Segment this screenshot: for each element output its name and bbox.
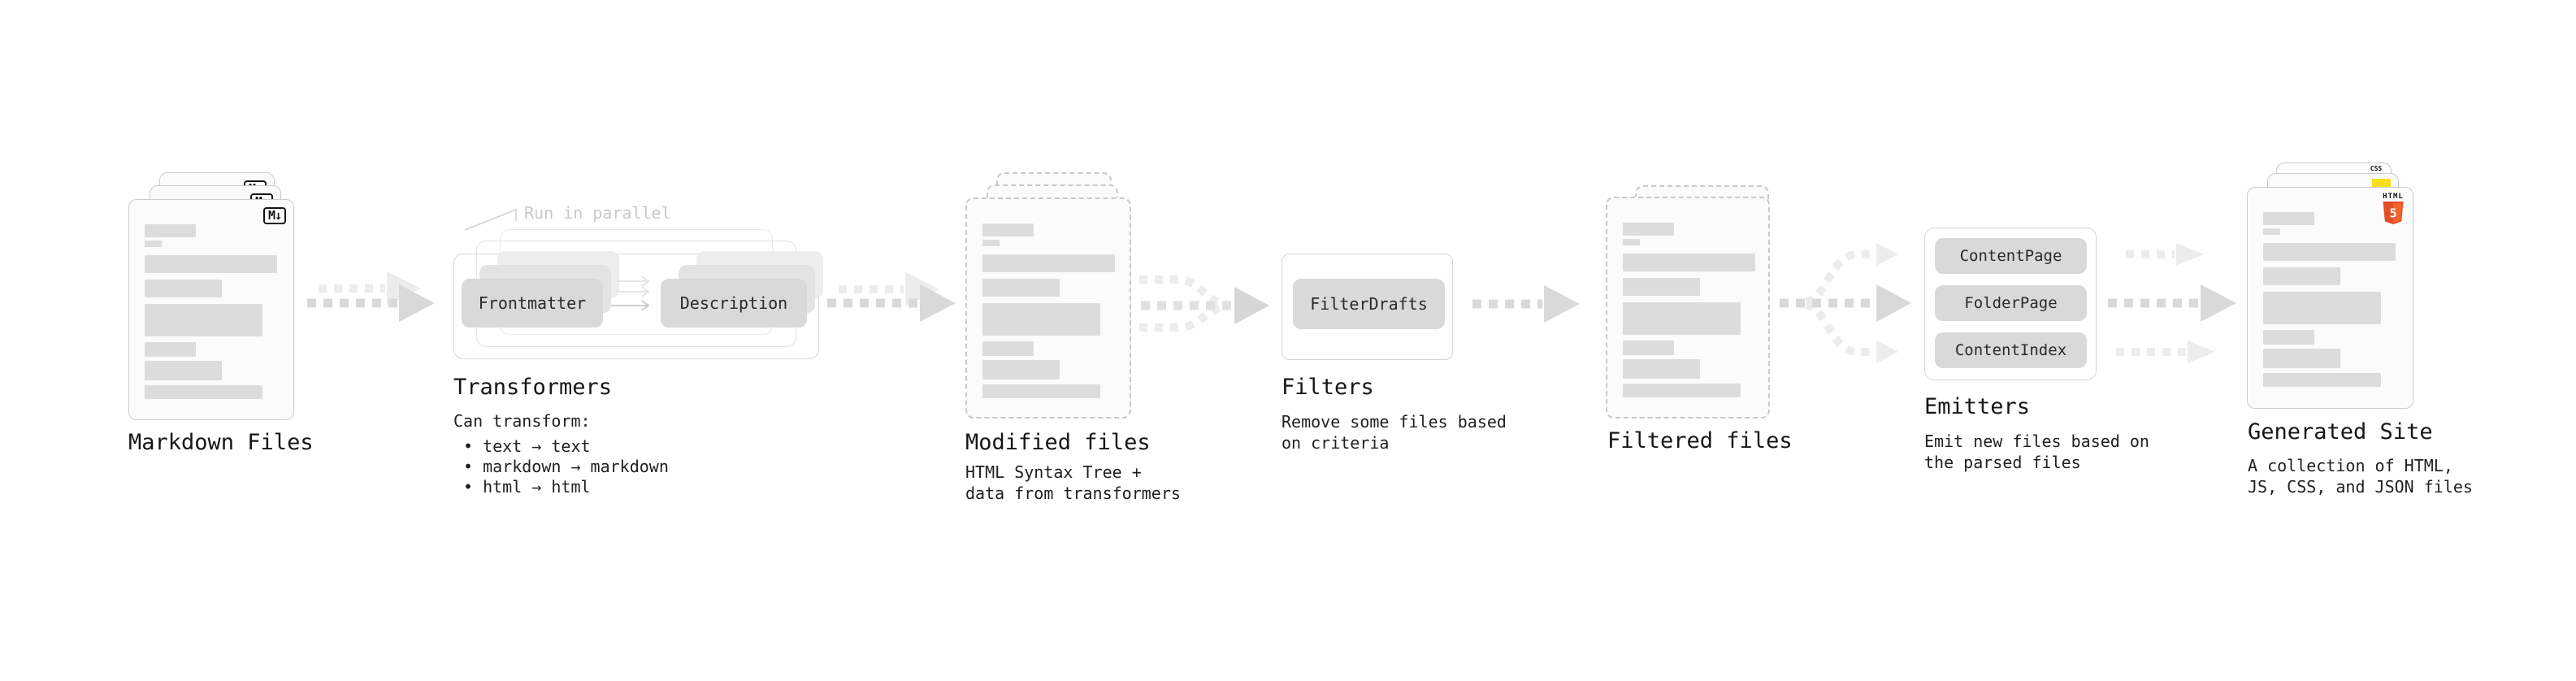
placeholder-bar: [982, 341, 1034, 356]
placeholder-bar: [2263, 243, 2396, 261]
filtered-files-title: Filtered files: [1607, 428, 1793, 453]
placeholder-bar: [982, 384, 1100, 398]
placeholder-bar: [2263, 349, 2340, 368]
svg-text:5: 5: [2389, 206, 2396, 221]
document-placeholder-lines: [982, 223, 1115, 398]
placeholder-bar: [145, 241, 162, 247]
arrow-filtered-to-emitters-diverge: [1780, 243, 1911, 363]
placeholder-bar: [982, 279, 1060, 297]
document-card-front: M↓: [128, 199, 294, 420]
arrow-filters-to-filtered: [1472, 285, 1580, 323]
document-placeholder-lines: [145, 224, 277, 399]
emitter-pill-contentpage: ContentPage: [1935, 238, 2087, 274]
run-in-parallel-callout-line: [464, 208, 517, 231]
generated-site-caption: A collection of HTML, JS, CSS, and JSON …: [2248, 456, 2473, 497]
placeholder-bar: [2263, 292, 2381, 324]
modified-files-title: Modified files: [965, 430, 1151, 455]
js-badge: [2372, 179, 2391, 188]
transformers-caption: Can transform: • text → text • markdown …: [453, 411, 669, 497]
emitters-title: Emitters: [1924, 394, 2031, 419]
dashed-card-front: [965, 197, 1131, 419]
placeholder-bar: [1623, 359, 1700, 379]
transformers-title: Transformers: [453, 375, 613, 400]
frontmatter-pill: Frontmatter: [462, 279, 603, 327]
document-placeholder-lines: [2263, 212, 2396, 387]
filterdrafts-pill: FilterDrafts: [1293, 279, 1445, 329]
placeholder-bar: [145, 280, 222, 297]
filters-caption: Remove some files based on criteria: [1281, 412, 1507, 453]
run-in-parallel-note: Run in parallel: [524, 203, 671, 223]
placeholder-bar: [982, 254, 1115, 272]
placeholder-bar: [1623, 223, 1674, 236]
placeholder-bar: [1623, 340, 1674, 355]
transform-bullet: • html → html: [463, 477, 591, 497]
placeholder-bar: [982, 360, 1060, 380]
arrow-emitters-to-site: [2108, 243, 2236, 363]
can-transform-label: Can transform:: [453, 411, 591, 431]
html-file-card: HTML 5: [2247, 187, 2413, 409]
html5-badge: HTML 5: [2383, 193, 2404, 225]
placeholder-bar: [145, 342, 196, 357]
placeholder-bar: [145, 224, 196, 237]
placeholder-bar: [145, 255, 277, 273]
placeholder-bar: [1623, 278, 1700, 296]
placeholder-bar: [1623, 239, 1640, 245]
transformer-box-front: [453, 254, 819, 359]
placeholder-bar: [145, 385, 262, 399]
filters-title: Filters: [1281, 375, 1374, 400]
placeholder-bar: [1623, 384, 1741, 397]
markdown-files-title: Markdown Files: [128, 430, 314, 455]
placeholder-bar: [2263, 330, 2314, 345]
arrow-markdown-to-transformers: [307, 271, 435, 322]
document-placeholder-lines: [1623, 223, 1755, 397]
placeholder-bar: [145, 361, 222, 380]
placeholder-bar: [2263, 228, 2280, 235]
placeholder-bar: [982, 240, 1000, 246]
arrow-transformers-to-modified: [827, 272, 956, 322]
emitters-caption: Emit new files based on the parsed files: [1924, 432, 2149, 472]
arrow-modified-to-filters-converge: [1139, 275, 1269, 332]
description-pill: Description: [661, 279, 807, 327]
emitter-pill-folderpage: FolderPage: [1935, 285, 2087, 321]
html5-shield-icon: 5: [2383, 202, 2404, 224]
placeholder-bar: [1623, 254, 1755, 271]
placeholder-bar: [2263, 373, 2381, 387]
placeholder-bar: [1623, 302, 1741, 335]
transform-bullet: • text → text: [463, 436, 591, 456]
markdown-badge: M↓: [262, 207, 286, 224]
placeholder-bar: [2263, 212, 2314, 225]
transform-bullet: • markdown → markdown: [463, 457, 669, 476]
modified-files-caption: HTML Syntax Tree + data from transformer…: [965, 462, 1181, 503]
placeholder-bar: [982, 303, 1100, 336]
placeholder-bar: [982, 223, 1034, 236]
placeholder-bar: [145, 304, 262, 336]
emitter-pill-contentindex: ContentIndex: [1935, 332, 2087, 368]
placeholder-bar: [2263, 267, 2340, 285]
dashed-card-front: [1606, 197, 1770, 419]
generated-site-title: Generated Site: [2248, 419, 2433, 445]
